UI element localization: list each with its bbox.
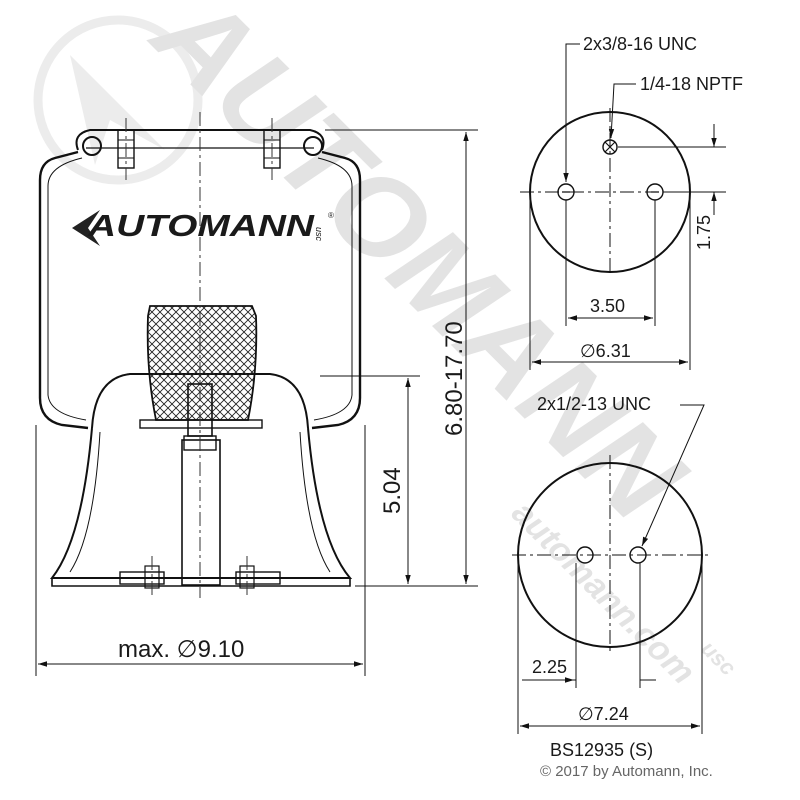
bottom-spacing-dimension-label: 2.25: [532, 657, 567, 677]
watermark-brand: AUTOMANN: [127, 0, 710, 548]
offset-dimension-label: 1.75: [694, 215, 714, 250]
logo-suffix: usc: [314, 227, 324, 242]
top-diameter-dimension-label: ∅6.31: [580, 341, 631, 361]
bottom-plate-view: [512, 455, 708, 655]
top-plate-dimensions: [529, 43, 726, 370]
bolt-callout-label: 2x1/2-13 UNC: [537, 394, 651, 414]
stud-callout-label: 2x3/8-16 UNC: [583, 34, 697, 54]
piston-dimension-label: 5.04: [379, 467, 406, 514]
logo-text: AUTOMANN: [87, 208, 315, 243]
bottom-plate-dimensions: [517, 404, 705, 734]
logo-registered-icon: ®: [328, 211, 334, 220]
watermark: AUTOMANN automann.com usc: [33, 0, 741, 692]
diameter-dimension-label: max. ∅9.10: [118, 636, 244, 663]
side-view-centerlines: [125, 112, 273, 598]
bottom-diameter-dimension-label: ∅7.24: [578, 704, 629, 724]
side-view-dimensions: [35, 129, 478, 676]
top-spacing-dimension-label: 3.50: [590, 296, 625, 316]
automann-logo: AUTOMANN usc ®: [72, 208, 334, 246]
logo-emblem-icon: [72, 210, 100, 246]
watermark-suffix: usc: [696, 636, 740, 680]
copyright-notice: © 2017 by Automann, Inc.: [540, 763, 713, 780]
part-number: BS12935 (S): [550, 740, 653, 760]
height-dimension-label: 6.80-17.70: [441, 321, 468, 436]
port-callout-label: 1/4-18 NPTF: [640, 74, 743, 94]
